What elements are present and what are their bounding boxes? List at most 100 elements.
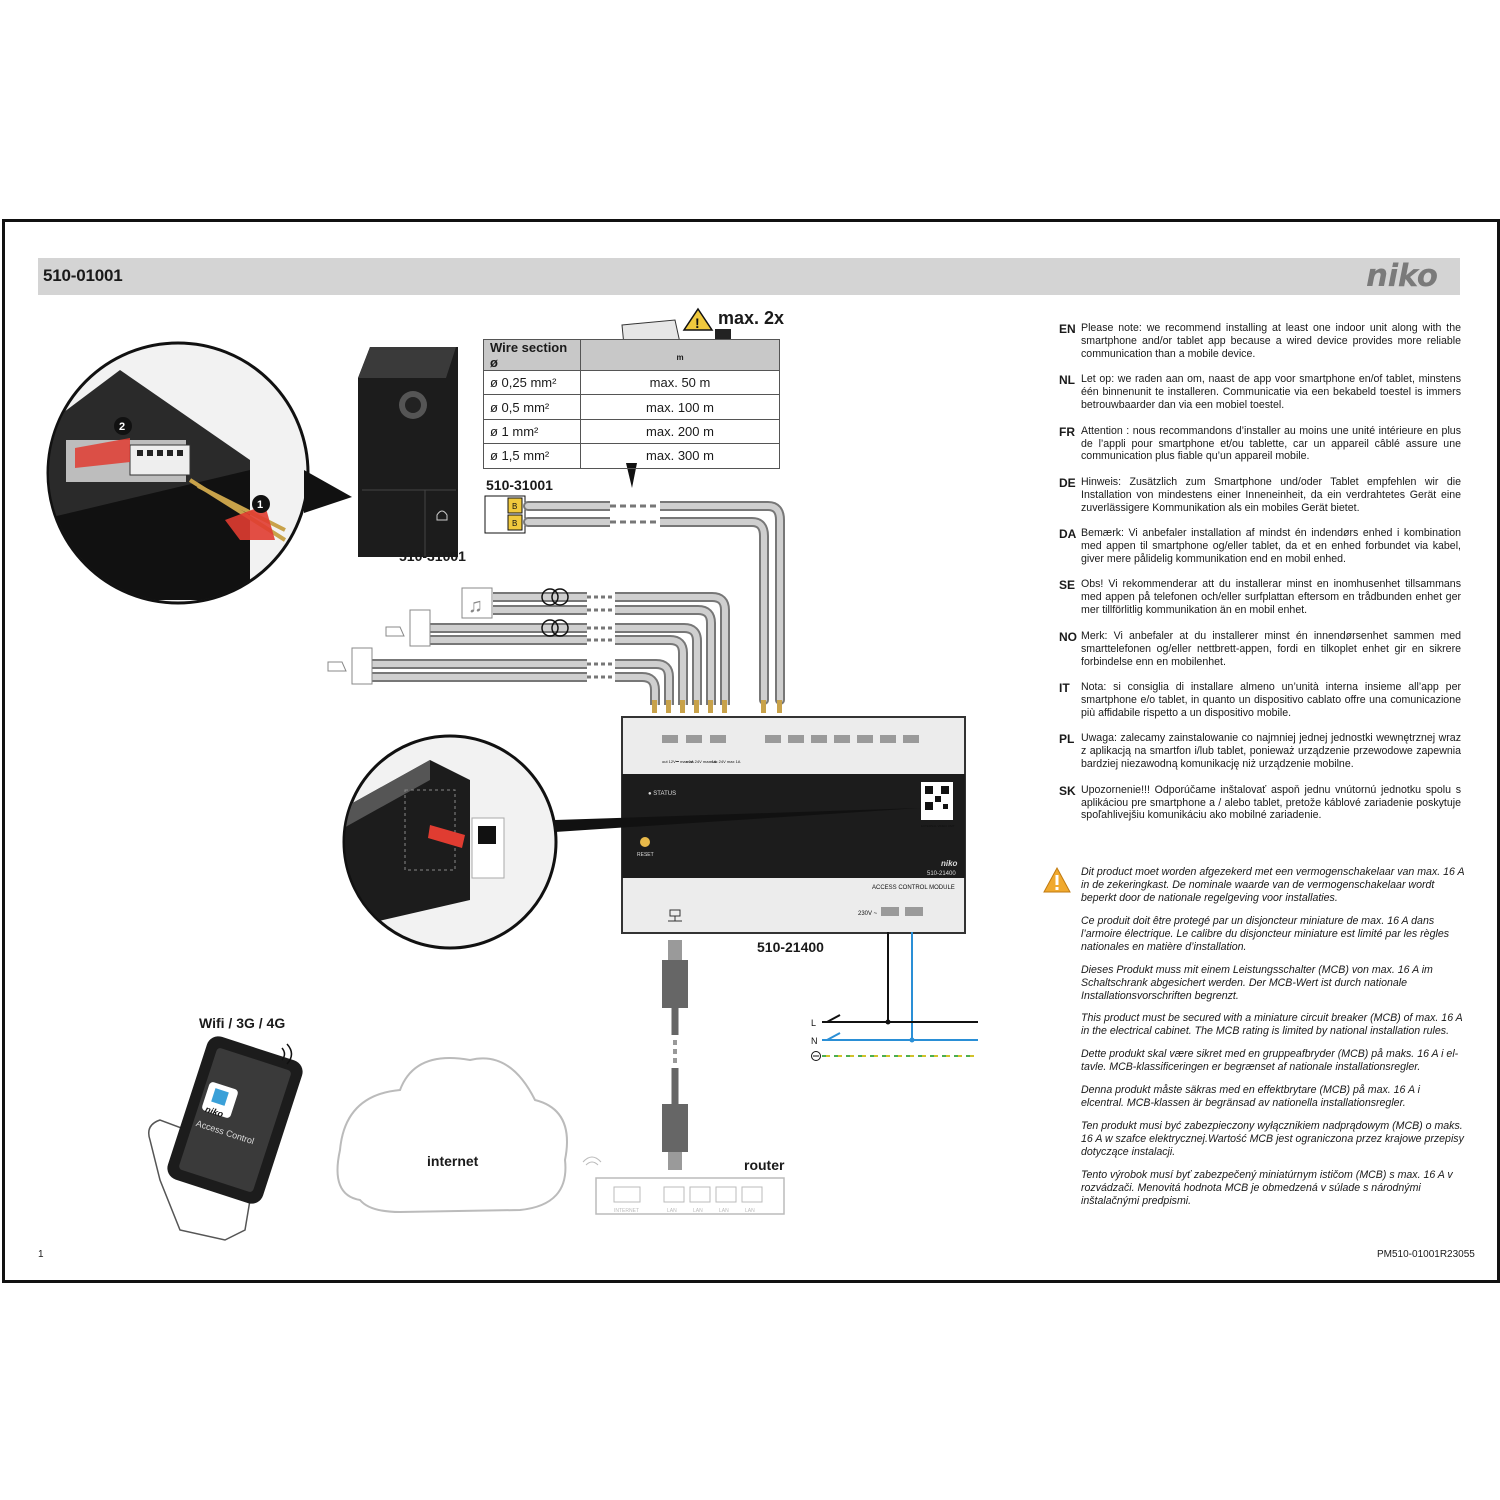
wire-section-cell: ø 1,5 mm² (483, 443, 581, 469)
step-1-label: 1 (257, 499, 263, 511)
outdoor-unit-label: 510-31001 (399, 548, 466, 564)
ethernet-cable (662, 940, 688, 1170)
svg-text:♫: ♫ (468, 595, 483, 617)
line-l-label: L (811, 1018, 816, 1028)
warning-text: Tento výrobok musí byť zabezpečený minia… (1081, 1168, 1453, 1207)
niko-logo: niko (1366, 258, 1438, 294)
module-brand: niko (941, 859, 958, 868)
note-lang: SE (1059, 578, 1076, 593)
reset-label: RESET (637, 852, 654, 858)
table-header-row: Wire section ø m (483, 339, 780, 371)
note-text: Uwaga: zalecamy zainstalowanie co najmni… (1081, 732, 1461, 771)
wire-distance-cell: max. 100 m (580, 394, 780, 420)
warning-text: Dit product moet worden afgezekerd met e… (1081, 866, 1465, 904)
internet-cloud (336, 1057, 568, 1214)
note-text: Hinweis: Zusätzlich zum Smartphone und/o… (1081, 475, 1461, 514)
wire-ends (652, 700, 782, 713)
language-notes: EN Please note: we recommend installing a… (1059, 322, 1461, 835)
terminal-c-label: max 24V max 1A (710, 759, 741, 764)
document-reference: PM510-01001R23055 (1377, 1249, 1475, 1260)
note-text: Please note: we recommend installing at … (1081, 322, 1461, 360)
note-row: NO Merk: Vi anbefaler at du installerer m… (1059, 630, 1461, 681)
mcb-warnings: Dit product moet worden afgezekerd met e… (1081, 866, 1465, 1217)
note-row: FR Attention : nous recommandons d’instal… (1059, 425, 1461, 476)
bus-cables (523, 501, 785, 705)
mains-label: 230V ~ (858, 911, 878, 917)
note-lang: NO (1059, 629, 1077, 644)
wire-distance-cell: max. 200 m (580, 418, 780, 445)
smartphone-hand (148, 1036, 303, 1241)
mains-lines (822, 932, 978, 1057)
svg-text:B: B (512, 519, 517, 528)
warning-text: Denna produkt måste säkras med en effekt… (1081, 1083, 1420, 1109)
note-lang: DE (1059, 475, 1076, 490)
note-text: Merk: Vi anbefaler at du installerer min… (1081, 629, 1461, 668)
svg-text:!: ! (695, 315, 700, 331)
svg-text:.: . (1016, 0, 1017, 1)
module-label: 510-21400 (757, 939, 824, 955)
note-lang: IT (1059, 681, 1070, 696)
relay-cables (372, 592, 730, 705)
wire-distance-cell: max. 50 m (580, 369, 780, 396)
wire-section-cell: ø 0,5 mm² (483, 394, 581, 420)
line-n-label: N (811, 1036, 818, 1046)
table-row: ø 1,5 mm² max. 300 m (483, 443, 780, 469)
internet-label: internet (427, 1153, 479, 1169)
note-row: DA Bemærk: Vi anbefaler installation af m… (1059, 527, 1461, 578)
warning-text: Ten produkt musi być zabezpieczony wyłąc… (1081, 1119, 1464, 1158)
note-row: PL Uwaga: zalecamy zainstalowanie co najm… (1059, 732, 1461, 783)
note-lang: PL (1059, 732, 1075, 747)
note-lang: SK (1059, 783, 1076, 798)
warning-text: Dette produkt skal være sikret med en gr… (1081, 1048, 1459, 1074)
note-text: Nota: si consiglia di installare almeno … (1081, 681, 1461, 719)
access-control-module: . (621, 0, 1017, 934)
note-lang: FR (1059, 424, 1075, 439)
transformer-icons (541, 588, 569, 637)
wifi-label: Wifi / 3G / 4G (199, 1015, 286, 1031)
header-bar (38, 258, 1460, 295)
chime-icon: ♫ (461, 587, 493, 619)
module-code-small: 510-21400 (927, 871, 956, 877)
zoom-circle-module (342, 734, 920, 950)
warning-text: Ce produit doit être protegé par un disj… (1081, 914, 1450, 953)
warning-text: Dieses Produkt muss mit einem Leistungss… (1081, 963, 1433, 1002)
step-2-label: 2 (119, 421, 125, 433)
router-label: router (744, 1157, 785, 1173)
doc-code: 510-01001 (43, 266, 123, 285)
note-text: Obs! Vi rekommenderar att du installerar… (1081, 578, 1461, 617)
note-lang: NL (1059, 373, 1075, 388)
page-number: 1 (38, 1249, 44, 1260)
outdoor-bus-terminal: B B (484, 495, 526, 534)
note-text: Bemærk: Vi anbefaler installation af min… (1081, 527, 1461, 565)
note-text: Let op: we raden aan om, naast de app vo… (1081, 373, 1461, 412)
outdoor-unit-device (358, 347, 458, 557)
note-text: Attention : nous recommandons d’installe… (1081, 424, 1461, 463)
door-lock-icons (327, 609, 431, 685)
note-lang: EN (1059, 322, 1076, 336)
wire-section-table: Wire section ø m ø 0,25 mm² max. 50 m ø … (483, 339, 780, 469)
table-header-distance: m (580, 339, 780, 371)
note-lang: DA (1059, 527, 1077, 542)
note-row: SE Obs! Vi rekommenderar att du installer… (1059, 578, 1461, 629)
router (582, 1156, 785, 1215)
table-row: ø 0,25 mm² max. 50 m (483, 369, 780, 396)
wire-distance-cell: max. 300 m (580, 443, 780, 469)
svg-text:B: B (512, 502, 517, 511)
router-port-lan-4: LAN (745, 1208, 755, 1214)
table-header-section: Wire section ø (483, 339, 581, 371)
terminal-a-label: out 12V⎓ max 1A (662, 759, 694, 764)
zoom-circle-outdoor-terminal (46, 341, 352, 605)
distance-unit: m (676, 352, 684, 362)
router-port-lan-1: LAN (667, 1208, 677, 1214)
terminal-b-label: max 24V max 1A (686, 759, 717, 764)
warning-text: This product must be secured with a mini… (1081, 1012, 1463, 1038)
note-row: EN Please note: we recommend installing a… (1059, 322, 1461, 373)
outdoor-wiring-label: 510-31001 (486, 477, 553, 493)
warning-triangle-icon: ! (682, 307, 714, 331)
router-port-lan-3: LAN (719, 1208, 729, 1214)
table-row: ø 0,5 mm² max. 100 m (483, 394, 780, 420)
warning-icon (1043, 866, 1071, 893)
note-row: NL Let op: we raden aan om, naast de app … (1059, 373, 1461, 424)
